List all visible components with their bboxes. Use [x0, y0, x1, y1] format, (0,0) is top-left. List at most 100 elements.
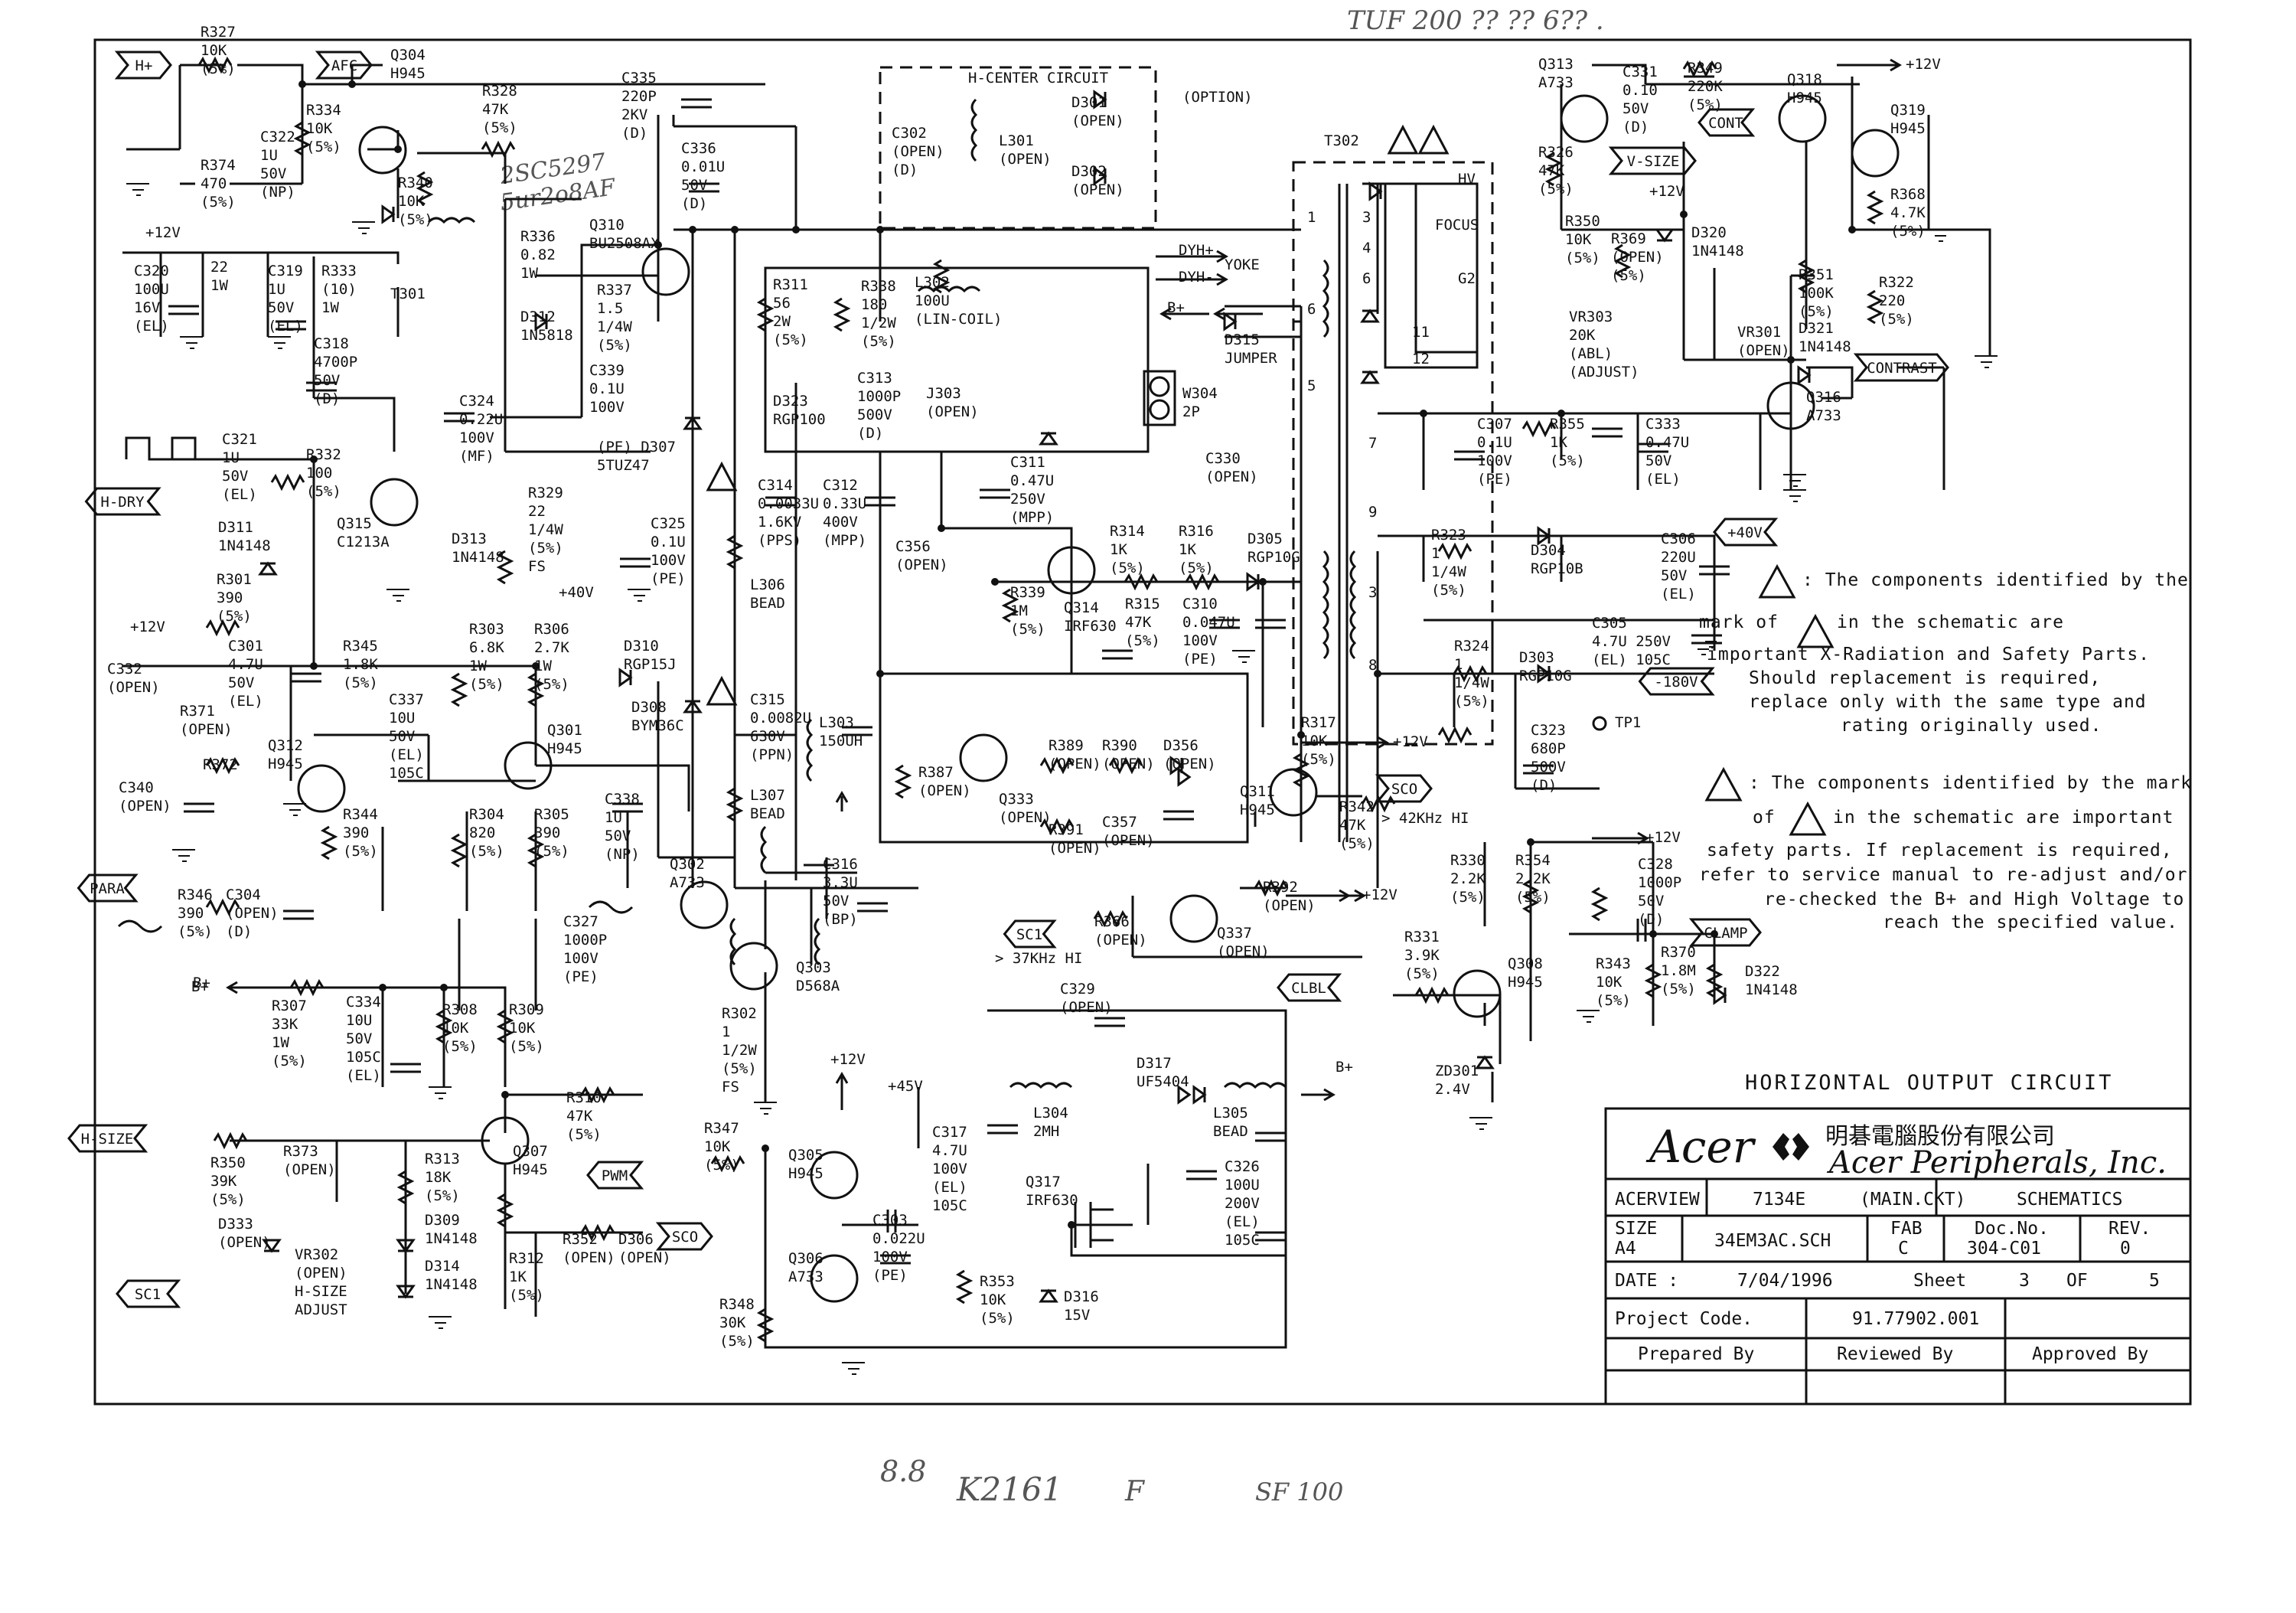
label-c315-2: 630V	[750, 728, 785, 745]
label-c325-2: 100V	[651, 552, 686, 569]
label-c307-2: 100V	[1477, 452, 1512, 469]
label-c302-1: (OPEN)	[892, 143, 944, 160]
label-c319-1: 1U	[268, 281, 285, 298]
label-d320-0: D320	[1691, 224, 1727, 241]
label-r352-0: R352	[563, 1231, 598, 1248]
port-clbl-label: CLBL	[1291, 980, 1326, 997]
label-q337-1: (OPEN)	[1217, 943, 1270, 960]
label-r312-2: (5%)	[509, 1287, 544, 1304]
label-q317-0: Q317	[1026, 1174, 1061, 1190]
label-r324-1: 1	[1454, 656, 1463, 673]
project-value: 91.77902.001	[1852, 1309, 1979, 1329]
label-vr303-1: 20K	[1569, 327, 1596, 344]
label-r350b-0: R350	[1565, 213, 1600, 230]
label-c333-3: (EL)	[1645, 471, 1681, 488]
label-r307-0: R307	[272, 998, 307, 1014]
label-r345-1: 1.8K	[343, 656, 378, 673]
label-r343-2: (5%)	[1596, 992, 1631, 1009]
transformer-pin-10: 4	[1362, 240, 1371, 256]
label-vr302-1: (OPEN)	[295, 1265, 347, 1282]
label-d311-1: 1N4148	[218, 537, 271, 554]
label-c337-4: 105C	[389, 765, 424, 782]
label-r332-0: R332	[306, 446, 341, 463]
label-q318-0: Q318	[1787, 71, 1822, 88]
label-r347-0: R347	[704, 1120, 739, 1137]
docno-label: Doc.No.	[1975, 1219, 2049, 1239]
label-d308-1: BYM36C	[631, 717, 684, 734]
label-q313-1: A733	[1538, 74, 1574, 91]
label-q304-0: Q304	[390, 47, 426, 64]
label-q316-0: Q316	[1806, 389, 1841, 406]
bplus-c326: B+	[1336, 1059, 1353, 1076]
label-l304-0: L304	[1033, 1105, 1068, 1122]
label-r315-1: 47K	[1125, 614, 1152, 631]
label-r328-0: R328	[482, 83, 517, 100]
label-q301-1: H945	[547, 740, 582, 757]
label-q317-1: IRF630	[1026, 1192, 1078, 1209]
label-r308-2: (5%)	[442, 1038, 478, 1055]
label-w304-0: W304	[1182, 385, 1218, 402]
label-r314-2: (5%)	[1110, 560, 1145, 576]
label-c306-1: 220U	[1661, 549, 1696, 566]
label-d312-1: 1N5818	[520, 327, 573, 344]
label-c302-0: C302	[892, 125, 927, 142]
label-c357-1: (OPEN)	[1102, 832, 1155, 849]
port-plus40v-shape	[1713, 518, 1779, 547]
label-c334-3: 105C	[346, 1049, 381, 1066]
label-c307-3: (PE)	[1477, 471, 1512, 488]
label-c311-1: 0.47U	[1010, 472, 1054, 489]
p12v-r317: +12V	[1393, 733, 1428, 750]
label-r389-0: R389	[1049, 737, 1084, 754]
label-r344-0: R344	[343, 806, 378, 823]
label-r330-1: 2.2K	[1450, 870, 1486, 887]
label-c315-3: (PPN)	[750, 746, 794, 763]
label-d356-0: D356	[1163, 737, 1199, 754]
label-d314-1: 1N4148	[425, 1276, 478, 1293]
label-r328-2: (5%)	[482, 119, 517, 136]
label-q333-1: (OPEN)	[999, 809, 1052, 826]
label-r309-0: R309	[509, 1001, 544, 1018]
label-c326-0: C326	[1225, 1158, 1260, 1175]
label-r369-1: (OPEN)	[1611, 249, 1664, 266]
port-afc-label: AFC	[331, 57, 357, 74]
port-h-plus-label: H+	[135, 57, 153, 74]
x-note-line-3: in the schematic are	[1837, 612, 2064, 632]
label-r336-1: 0.82	[520, 247, 556, 263]
x-note-line-1: : The components identified by the	[1802, 570, 2189, 590]
label-d302-1: (OPEN)	[1071, 181, 1124, 198]
safety-note-line-6: re-checked the B+ and High Voltage to	[1764, 890, 2184, 909]
port-sc1-left-label: SC1	[135, 1286, 161, 1303]
label-c321-3: (EL)	[222, 486, 257, 503]
label-c331-1: 0.10	[1623, 82, 1658, 99]
label-r333-0: R333	[321, 263, 357, 279]
label-r326-0: R326	[1538, 144, 1574, 161]
handwritten-bottom-c: F	[1124, 1476, 1146, 1507]
label-r344-1: 390	[343, 824, 369, 841]
transformer-pin-8: 12	[1412, 351, 1430, 367]
label-c356-0: C356	[895, 538, 931, 555]
label-d310-0: D310	[624, 638, 659, 655]
label-c331-0: C331	[1623, 64, 1658, 80]
label-d305-0: D305	[1247, 531, 1283, 547]
label-r311-2: 2W	[773, 313, 791, 330]
label-r305-0: R305	[534, 806, 569, 823]
transformer-pin-4: 9	[1368, 504, 1377, 521]
label-c340-0: C340	[119, 779, 154, 796]
label-r351-2: (5%)	[1799, 303, 1834, 320]
label-c329-0: C329	[1060, 981, 1095, 998]
label-d317-0: D317	[1137, 1055, 1172, 1072]
label-r350b-1: 10K	[1565, 231, 1592, 248]
port-h-dry-shape	[84, 487, 161, 516]
label-r338-1: 180	[861, 296, 887, 313]
label-c322-0: C322	[260, 129, 295, 145]
label-r304-0: R304	[469, 806, 504, 823]
label-r307-3: (5%)	[272, 1053, 307, 1069]
khz37-label: > 37KHz HI	[995, 950, 1082, 967]
label-r314-0: R314	[1110, 523, 1145, 540]
port-sco-right-label: SCO	[1391, 781, 1417, 798]
ground-symbols	[126, 183, 1998, 1375]
label-q313-0: Q313	[1538, 56, 1574, 73]
label-r348-2: (5%)	[719, 1333, 755, 1350]
label-c307-0: C307	[1477, 416, 1512, 433]
